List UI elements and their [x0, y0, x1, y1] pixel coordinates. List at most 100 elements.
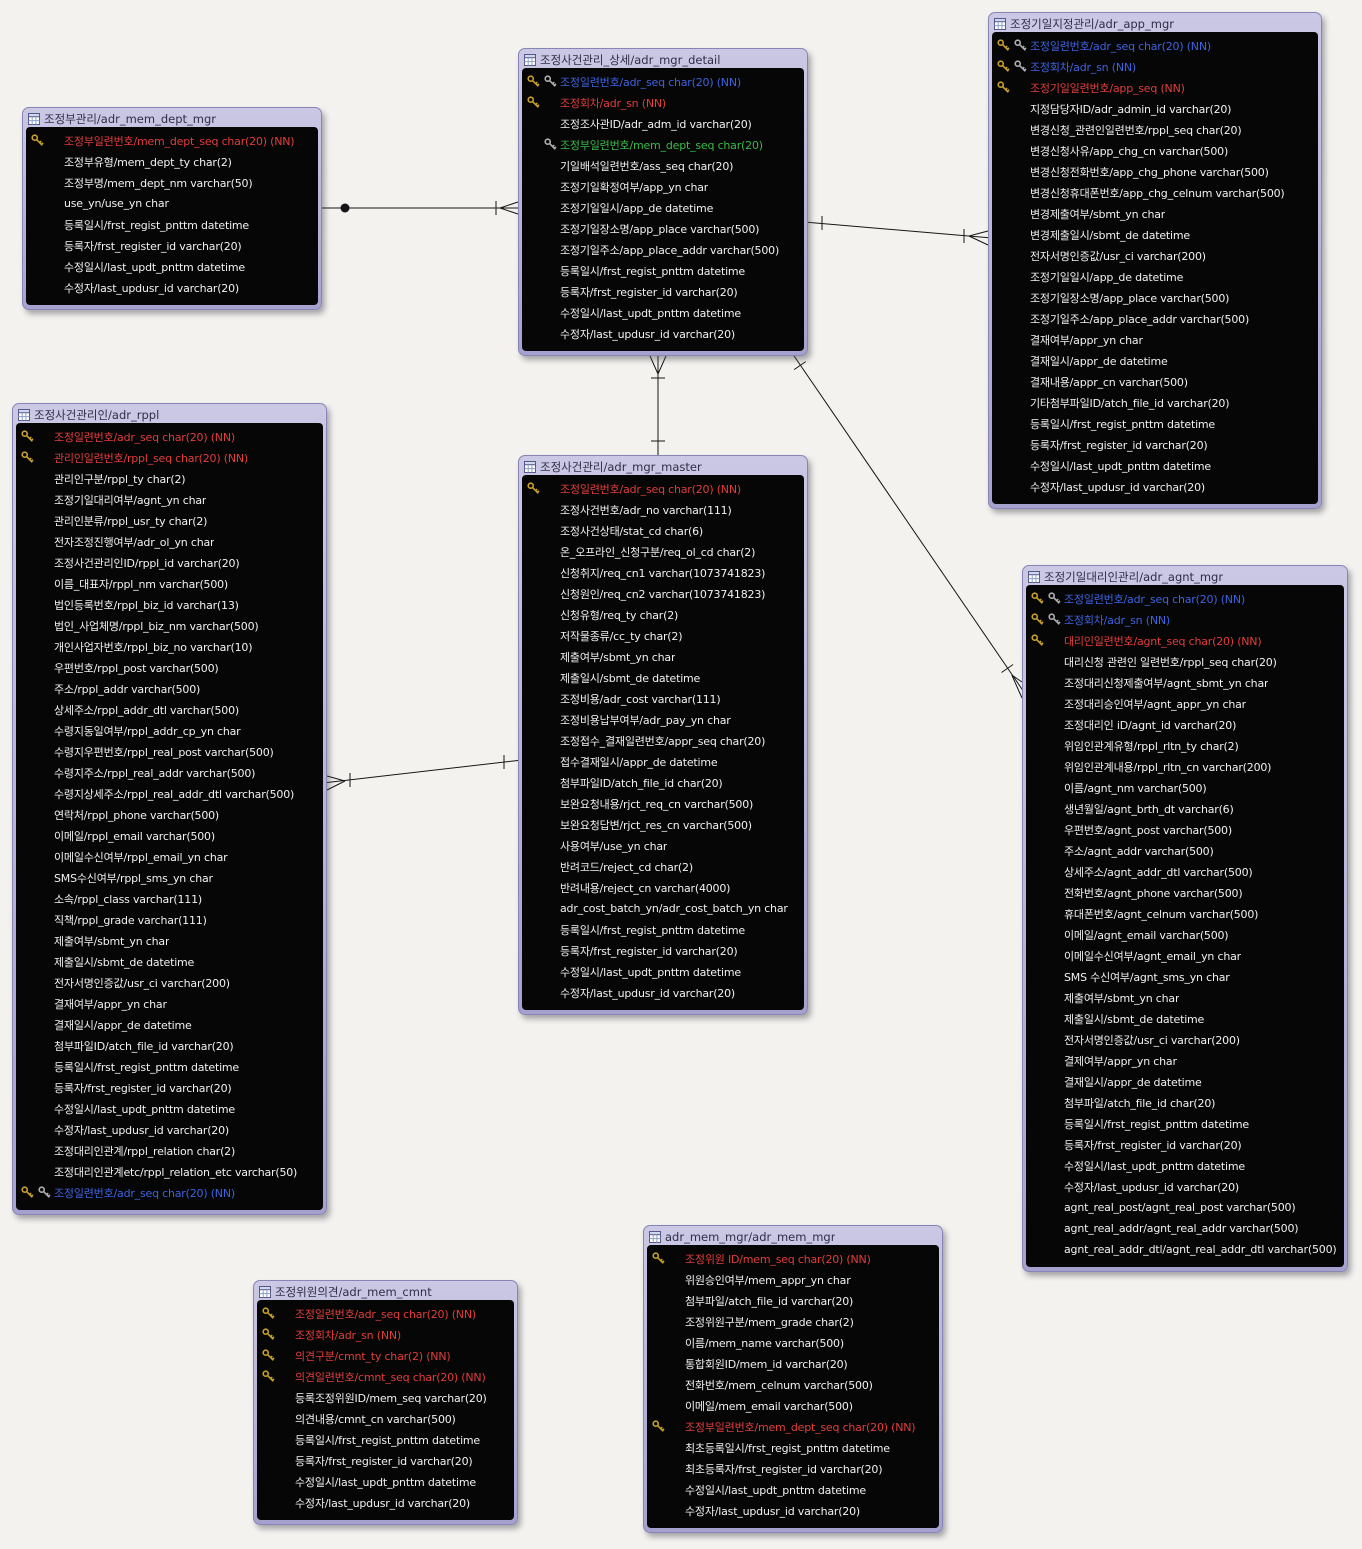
relationship-detail-agnt[interactable]: [789, 349, 1027, 699]
key-gutter: [16, 745, 54, 759]
table-row: 등록자/frst_register_id varchar(20): [257, 1450, 514, 1471]
key-gutter: [992, 144, 1030, 158]
table-adr-rppl[interactable]: 조정사건관리인/adr_rppl 조정일련번호/adr_seq char(20)…: [12, 403, 327, 1215]
key-icon: [527, 96, 540, 108]
column-label: 수정자/last_updusr_id varchar(20): [295, 1496, 470, 1510]
key-gutter: [647, 1273, 685, 1287]
table-row: 이메일/mem_email varchar(500): [647, 1395, 939, 1416]
key-gutter: [522, 117, 560, 131]
key-gutter: [647, 1462, 685, 1476]
table-row: 수정일시/last_updt_pnttm datetime: [257, 1471, 514, 1492]
relationship-master-rppl[interactable]: [322, 755, 523, 791]
column-label: 등록자/frst_register_id varchar(20): [560, 944, 738, 958]
table-title: 조정위원의견/adr_mem_cmnt: [275, 1284, 432, 1299]
key-icon: [262, 1307, 275, 1319]
column-label: 수령지주소/rppl_real_addr varchar(500): [54, 766, 256, 780]
table-icon: [524, 460, 536, 473]
column-label: 기타첨부파일ID/atch_file_id varchar(20): [1030, 396, 1230, 410]
column-label: 결제여부/appr_yn char: [1064, 1054, 1177, 1068]
column-label: 신청원인/req_cn2 varchar(1073741823): [560, 587, 766, 601]
key-icon: [652, 1420, 665, 1432]
table-header[interactable]: 조정부관리/adr_mem_dept_mgr: [26, 110, 318, 127]
column-label: 법인등록번호/rppl_biz_id varchar(13): [54, 598, 239, 612]
column-label: 조정부일련번호/mem_dept_seq char(20) (NN): [685, 1420, 916, 1434]
key-gutter: [257, 1412, 295, 1426]
key-gutter: [16, 1144, 54, 1158]
table-row: 기일배석일련번호/ass_seq char(20): [522, 155, 804, 176]
column-label: 결재일시/appr_de datetime: [54, 1018, 192, 1032]
key-gutter: [16, 1039, 54, 1053]
table-row: 수정자/last_updusr_id varchar(20): [647, 1500, 939, 1521]
table-row: 우편번호/agnt_post varchar(500): [1026, 819, 1344, 840]
relationship-detail-app[interactable]: [803, 216, 993, 246]
table-header[interactable]: 조정사건관리_상세/adr_mgr_detail: [522, 51, 804, 68]
key-gutter: [1026, 718, 1064, 732]
column-label: 수정일시/last_updt_pnttm datetime: [295, 1475, 476, 1489]
table-row: 등록자/frst_register_id varchar(20): [522, 940, 804, 961]
key-gutter: [1026, 1033, 1064, 1047]
key-icon: [1031, 592, 1044, 604]
table-header[interactable]: 조정기일지정관리/adr_app_mgr: [992, 15, 1318, 32]
table-adr-mgr-detail[interactable]: 조정사건관리_상세/adr_mgr_detail 조정일련번호/adr_seq …: [518, 48, 808, 356]
key-gutter: [1026, 1075, 1064, 1089]
column-label: 수정일시/last_updt_pnttm datetime: [64, 260, 245, 274]
column-label: 수정자/last_updusr_id varchar(20): [1064, 1180, 1239, 1194]
table-row: 수정자/last_updusr_id varchar(20): [26, 277, 318, 298]
key-gutter: [522, 650, 560, 664]
key-gutter: [1026, 592, 1064, 606]
key-gutter: [26, 155, 64, 169]
table-adr-mem-dept-mgr[interactable]: 조정부관리/adr_mem_dept_mgr 조정부일련번호/mem_dept_…: [22, 107, 322, 310]
key-gutter: [647, 1336, 685, 1350]
table-header[interactable]: adr_mem_mgr/adr_mem_mgr: [647, 1228, 939, 1245]
table-row: 최초등록자/frst_register_id varchar(20): [647, 1458, 939, 1479]
table-row: 수정자/last_updusr_id varchar(20): [992, 476, 1318, 497]
key-icon: [1031, 634, 1044, 646]
table-adr-mem-cmnt[interactable]: 조정위원의견/adr_mem_cmnt 조정일련번호/adr_seq char(…: [253, 1280, 518, 1525]
key-gutter: [1026, 823, 1064, 837]
table-adr-mem-mgr[interactable]: adr_mem_mgr/adr_mem_mgr 조정위원 ID/mem_seq …: [643, 1225, 943, 1533]
relationship-master-detail[interactable]: [649, 350, 667, 460]
table-header[interactable]: 조정위원의견/adr_mem_cmnt: [257, 1283, 514, 1300]
column-label: 신청유형/req_ty char(2): [560, 608, 679, 622]
key-gutter: [992, 102, 1030, 116]
table-row: 전자서명인증값/usr_ci varchar(200): [1026, 1029, 1344, 1050]
key-icon: [262, 1370, 275, 1382]
key-icon: [544, 138, 557, 150]
key-icon: [544, 75, 557, 87]
key-gutter: [647, 1420, 685, 1434]
column-label: 최초등록자/frst_register_id varchar(20): [685, 1462, 883, 1476]
column-label: 등록일시/frst_regist_pnttm datetime: [560, 923, 746, 937]
column-label: 소속/rppl_class varchar(111): [54, 892, 202, 906]
key-gutter: [522, 482, 560, 496]
key-gutter: [647, 1315, 685, 1329]
column-label: 온_오프라인_신청구분/req_ol_cd char(2): [560, 545, 756, 559]
table-row: 수령지상세주소/rppl_real_addr_dtl varchar(500): [16, 783, 323, 804]
table-row: 등록자/frst_register_id varchar(20): [1026, 1134, 1344, 1155]
table-title: 조정기일지정관리/adr_app_mgr: [1010, 16, 1174, 31]
column-label: 우편번호/rppl_post varchar(500): [54, 661, 219, 675]
table-adr-mgr-master[interactable]: 조정사건관리/adr_mgr_master 조정일련번호/adr_seq cha…: [518, 455, 808, 1015]
key-icon: [1031, 613, 1044, 625]
table-adr-app-mgr[interactable]: 조정기일지정관리/adr_app_mgr 조정일련번호/adr_seq char…: [988, 12, 1322, 509]
key-gutter: [16, 493, 54, 507]
table-header[interactable]: 조정사건관리/adr_mgr_master: [522, 458, 804, 475]
table-header[interactable]: 조정사건관리인/adr_rppl: [16, 406, 323, 423]
column-label: 이메일수신여부/agnt_email_yn char: [1064, 949, 1241, 963]
key-gutter: [16, 598, 54, 612]
table-header[interactable]: 조정기일대리인관리/adr_agnt_mgr: [1026, 568, 1344, 585]
column-label: 전화번호/mem_celnum varchar(500): [685, 1378, 873, 1392]
key-gutter: [522, 797, 560, 811]
table-row: 첨부파일ID/atch_file_id varchar(20): [16, 1035, 323, 1056]
column-label: 신청취지/req_cn1 varchar(1073741823): [560, 566, 766, 580]
column-label: 등록일시/frst_regist_pnttm datetime: [54, 1060, 240, 1074]
relationship-dept-detail[interactable]: [318, 201, 522, 215]
table-row: 조정기일확정여부/app_yn char: [522, 176, 804, 197]
key-gutter: [16, 1018, 54, 1032]
table-adr-agnt-mgr[interactable]: 조정기일대리인관리/adr_agnt_mgr 조정일련번호/adr_seq ch…: [1022, 565, 1348, 1272]
column-label: 수령지상세주소/rppl_real_addr_dtl varchar(500): [54, 787, 295, 801]
column-label: 등록자/frst_register_id varchar(20): [560, 285, 738, 299]
table-row: 수정일시/last_updt_pnttm datetime: [647, 1479, 939, 1500]
table-row: 수정일시/last_updt_pnttm datetime: [522, 302, 804, 323]
column-label: 제출일시/sbmt_de datetime: [560, 671, 701, 685]
